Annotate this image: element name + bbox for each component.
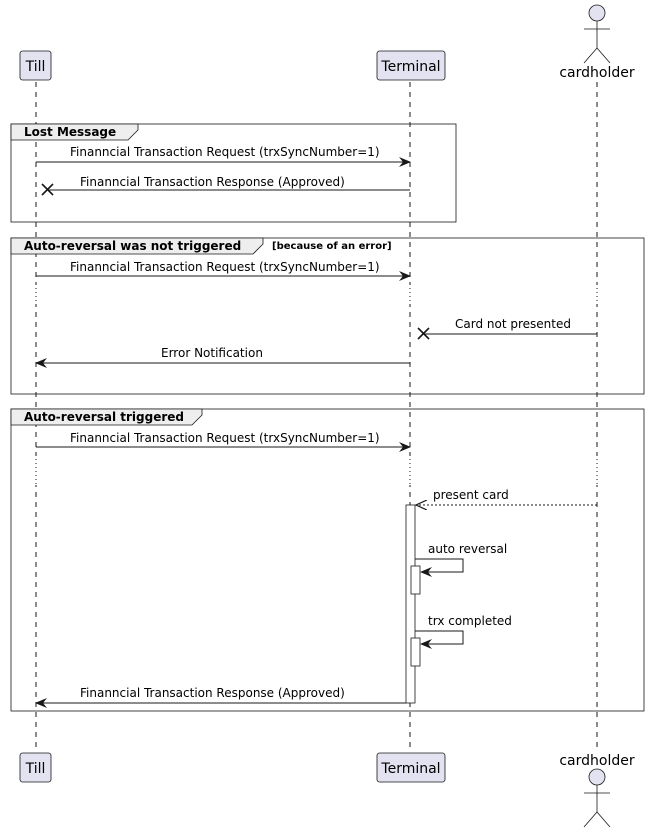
actor-icon xyxy=(583,768,611,828)
activation-auto-reversal xyxy=(410,565,421,595)
message-label: trx completed xyxy=(428,614,512,628)
message-lost-request: Finanncial Transaction Request (trxSyncN… xyxy=(36,145,411,167)
delay-t-dots xyxy=(35,455,598,485)
participant-till-bottom: Till xyxy=(19,752,52,783)
group-condition: [because of an error] xyxy=(272,241,392,252)
group-lost-message: Lost Message xyxy=(10,123,457,223)
message-label: auto reversal xyxy=(428,542,507,556)
delay-nt-dots xyxy=(35,284,598,304)
lost-message-cross-icon xyxy=(41,183,54,196)
participant-till-top: Till xyxy=(19,50,52,81)
group-title: Auto-reversal was not triggered xyxy=(24,239,241,253)
message-label: Finanncial Transaction Response (Approve… xyxy=(80,175,345,189)
participant-cardholder-label: cardholder xyxy=(559,753,635,769)
participant-terminal-label: Terminal xyxy=(380,59,440,75)
message-label: Card not presented xyxy=(455,317,571,331)
group-title: Auto-reversal triggered xyxy=(24,410,184,424)
group-triggered: Auto-reversal triggered xyxy=(10,408,645,712)
message-lost-response: Finanncial Transaction Response (Approve… xyxy=(41,175,410,196)
group-not-triggered: Auto-reversal was not triggered [because… xyxy=(10,237,645,395)
lost-message-cross-icon xyxy=(417,327,430,340)
activation-trx-completed xyxy=(410,637,421,667)
message-label: Finanncial Transaction Request (trxSyncN… xyxy=(70,431,380,445)
message-label: Finanncial Transaction Request (trxSyncN… xyxy=(70,260,380,274)
message-auto-reversal: auto reversal xyxy=(415,542,507,577)
participant-terminal-top: Terminal xyxy=(376,50,446,81)
delay-nt xyxy=(34,284,599,304)
group-title: Lost Message xyxy=(24,125,116,139)
message-card-not-presented: Card not presented xyxy=(417,317,597,340)
message-label: Error Notification xyxy=(161,346,263,360)
message-t-request: Finanncial Transaction Request (trxSyncN… xyxy=(36,431,411,452)
message-label: present card xyxy=(433,488,509,502)
actor-icon xyxy=(583,4,611,64)
message-nt-request: Finanncial Transaction Request (trxSyncN… xyxy=(36,260,411,281)
message-present-card: present card xyxy=(416,488,597,505)
message-label: Finanncial Transaction Response (Approve… xyxy=(80,686,345,700)
message-trx-completed: trx completed xyxy=(415,614,512,649)
actor-cardholder-bottom: cardholder xyxy=(559,753,635,828)
actor-cardholder-top: cardholder xyxy=(559,4,635,81)
participant-cardholder-label: cardholder xyxy=(559,65,635,81)
participant-terminal-label: Terminal xyxy=(380,761,440,777)
delay-t xyxy=(34,455,599,485)
message-t-response: Finanncial Transaction Response (Approve… xyxy=(35,686,406,708)
participant-terminal-bottom: Terminal xyxy=(376,752,446,783)
activation-terminal xyxy=(405,504,416,704)
participant-till-label: Till xyxy=(25,59,46,75)
message-label: Finanncial Transaction Request (trxSyncN… xyxy=(70,145,380,159)
message-error-notification: Error Notification xyxy=(35,346,410,368)
participant-till-label: Till xyxy=(25,761,46,777)
